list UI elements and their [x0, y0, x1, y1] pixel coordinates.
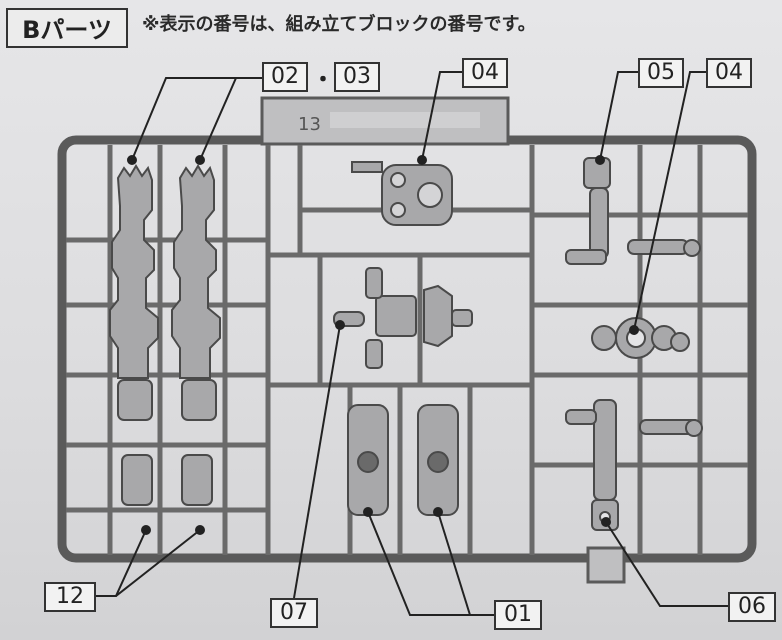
label-03: 03 — [334, 62, 380, 92]
label-04-top: 04 — [462, 58, 508, 88]
part-05 — [565, 157, 701, 265]
parts — [109, 157, 703, 531]
label-12: 12 — [44, 582, 96, 612]
runner-bottom-tab — [586, 546, 626, 584]
runner-tag: 13 — [260, 96, 510, 146]
part-03 — [171, 164, 221, 506]
part-04-right — [591, 317, 690, 359]
label-01: 01 — [494, 600, 542, 630]
runner-gates — [66, 145, 748, 555]
label-07: 07 — [270, 598, 318, 628]
label-05: 05 — [638, 58, 684, 88]
header-note: ※表示の番号は、組み立てブロックの番号です。 — [142, 14, 536, 35]
part-01-left — [347, 404, 389, 516]
part-group-title: Bパーツ — [6, 8, 128, 48]
part-07 — [333, 267, 473, 369]
part-02 — [109, 164, 159, 506]
label-06: 06 — [728, 592, 776, 622]
part-06 — [565, 399, 703, 531]
label-04-right: 04 — [706, 58, 752, 88]
label-separator: ・ — [312, 68, 335, 93]
label-02: 02 — [262, 62, 308, 92]
leader-lines — [96, 71, 728, 616]
part-04-top — [351, 161, 453, 226]
runner-tag-number: 13 — [298, 114, 321, 135]
part-01-right — [417, 404, 459, 516]
